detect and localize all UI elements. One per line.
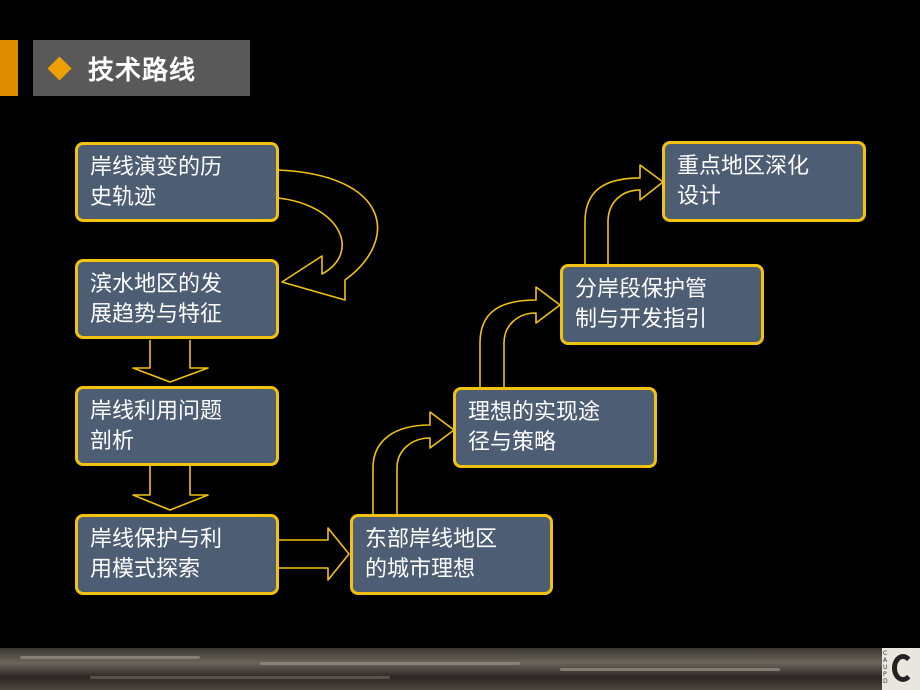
slide-title: 技术路线 bbox=[88, 55, 197, 86]
footer-streak bbox=[90, 676, 390, 679]
flow-node-key-area-design: 重点地区深化 设计 bbox=[662, 141, 866, 222]
node-line: 岸线演变的历 bbox=[90, 155, 223, 180]
bend-arrow-6-7 bbox=[479, 286, 561, 387]
bend-arrow-7-8 bbox=[584, 164, 664, 264]
node-line: 用模式探索 bbox=[90, 557, 201, 582]
bend-arrow-5-6 bbox=[372, 411, 455, 514]
logo-mark-icon bbox=[892, 654, 914, 682]
footer-streak bbox=[260, 662, 520, 665]
node-line: 径与策略 bbox=[468, 430, 557, 455]
node-line: 滨水地区的发 bbox=[90, 272, 223, 297]
down-arrow-2-3 bbox=[132, 340, 209, 383]
accent-bar bbox=[0, 40, 18, 96]
node-line: 东部岸线地区 bbox=[365, 527, 498, 552]
curved-arrow-1-2 bbox=[277, 169, 379, 301]
node-line: 制与开发指引 bbox=[575, 307, 708, 332]
node-line: 理想的实现途 bbox=[468, 400, 601, 425]
flow-node-shoreline-evolution: 岸线演变的历 史轨迹 bbox=[75, 142, 279, 222]
flow-node-segment-guidance: 分岸段保护管 制与开发指引 bbox=[560, 264, 764, 345]
node-line: 岸线利用问题 bbox=[90, 399, 223, 424]
down-arrow-3-4 bbox=[132, 466, 209, 511]
node-line: 岸线保护与利 bbox=[90, 527, 223, 552]
footer-photo-strip: CAUPD bbox=[0, 648, 920, 690]
flow-node-waterfront-trends: 滨水地区的发 展趋势与特征 bbox=[75, 259, 279, 339]
footer-streak bbox=[560, 668, 780, 671]
caupd-logo: CAUPD bbox=[882, 648, 920, 690]
node-line: 重点地区深化 bbox=[677, 154, 810, 179]
flow-node-urban-ideal: 东部岸线地区 的城市理想 bbox=[350, 514, 553, 595]
flow-node-strategies: 理想的实现途 径与策略 bbox=[453, 387, 657, 468]
right-arrow-4-5 bbox=[279, 527, 350, 581]
section-header: 技术路线 bbox=[33, 40, 250, 96]
node-line: 的城市理想 bbox=[365, 557, 476, 582]
flow-node-problem-analysis: 岸线利用问题 剖析 bbox=[75, 386, 279, 466]
node-line: 展趋势与特征 bbox=[90, 302, 223, 327]
node-line: 史轨迹 bbox=[90, 185, 157, 210]
logo-letters: CAUPD bbox=[883, 650, 888, 685]
node-line: 设计 bbox=[677, 184, 722, 209]
node-line: 剖析 bbox=[90, 429, 135, 454]
flow-node-usage-models: 岸线保护与利 用模式探索 bbox=[75, 514, 279, 595]
node-line: 分岸段保护管 bbox=[575, 277, 708, 302]
footer-streak bbox=[20, 656, 200, 659]
